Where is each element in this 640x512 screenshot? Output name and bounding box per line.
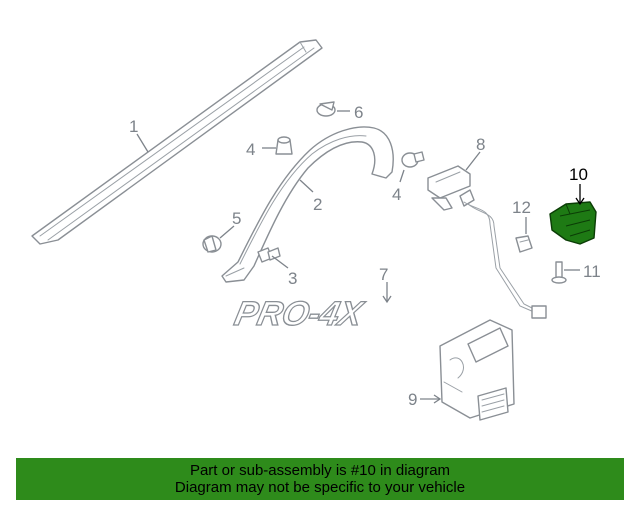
part-2-fender-flare[interactable] [221, 126, 394, 283]
callout-10-label: 10 [569, 165, 588, 184]
callout-5: 5 [219, 209, 241, 239]
callout-7-label: 7 [379, 265, 388, 284]
callout-4b-label: 4 [392, 185, 401, 204]
part-8-harness[interactable] [427, 165, 547, 319]
callout-7: 7 [379, 265, 392, 304]
part-6-clip[interactable] [316, 101, 336, 117]
callout-6-label: 6 [354, 103, 363, 122]
callout-10: 10 [569, 165, 588, 206]
footer-line-2: Diagram may not be specific to your vehi… [174, 479, 466, 496]
callout-4b: 4 [392, 169, 405, 204]
callout-11-label: 11 [583, 262, 601, 281]
badge-text: PRO-4X [231, 295, 368, 333]
part-10-bracket-highlighted[interactable] [549, 201, 597, 245]
callout-2-label: 2 [313, 195, 322, 214]
callout-4a-label: 4 [246, 140, 255, 159]
callout-3-label: 3 [288, 269, 297, 288]
callout-4a: 4 [246, 140, 276, 159]
part-4-clip-b[interactable] [401, 151, 425, 168]
callout-9-label: 9 [408, 390, 417, 409]
part-9-sensor-unit[interactable] [439, 319, 515, 421]
callout-8: 8 [465, 135, 485, 171]
callout-9: 9 [408, 390, 442, 409]
callout-8-label: 8 [476, 135, 485, 154]
callout-1: 1 [129, 117, 149, 153]
part-3-bolt[interactable] [257, 247, 281, 263]
callout-11: 11 [564, 262, 601, 281]
part-1-molding[interactable] [31, 39, 323, 245]
footer-banner: Part or sub-assembly is #10 in diagram D… [16, 458, 624, 500]
part-12-clip[interactable] [515, 235, 533, 253]
callout-3: 3 [271, 255, 297, 288]
callout-2: 2 [299, 179, 322, 214]
callout-12-label: 12 [512, 198, 531, 217]
part-7-badge[interactable]: PRO-4X [231, 295, 369, 334]
part-11-stud[interactable] [551, 261, 567, 284]
part-4-clip-a[interactable] [275, 136, 293, 155]
callout-5-label: 5 [232, 209, 241, 228]
callout-6: 6 [337, 103, 363, 122]
part-5-push-clip[interactable] [202, 235, 222, 253]
callout-12: 12 [512, 198, 531, 234]
footer-line-1: Part or sub-assembly is #10 in diagram [189, 462, 451, 479]
callout-1-label: 1 [129, 117, 138, 136]
